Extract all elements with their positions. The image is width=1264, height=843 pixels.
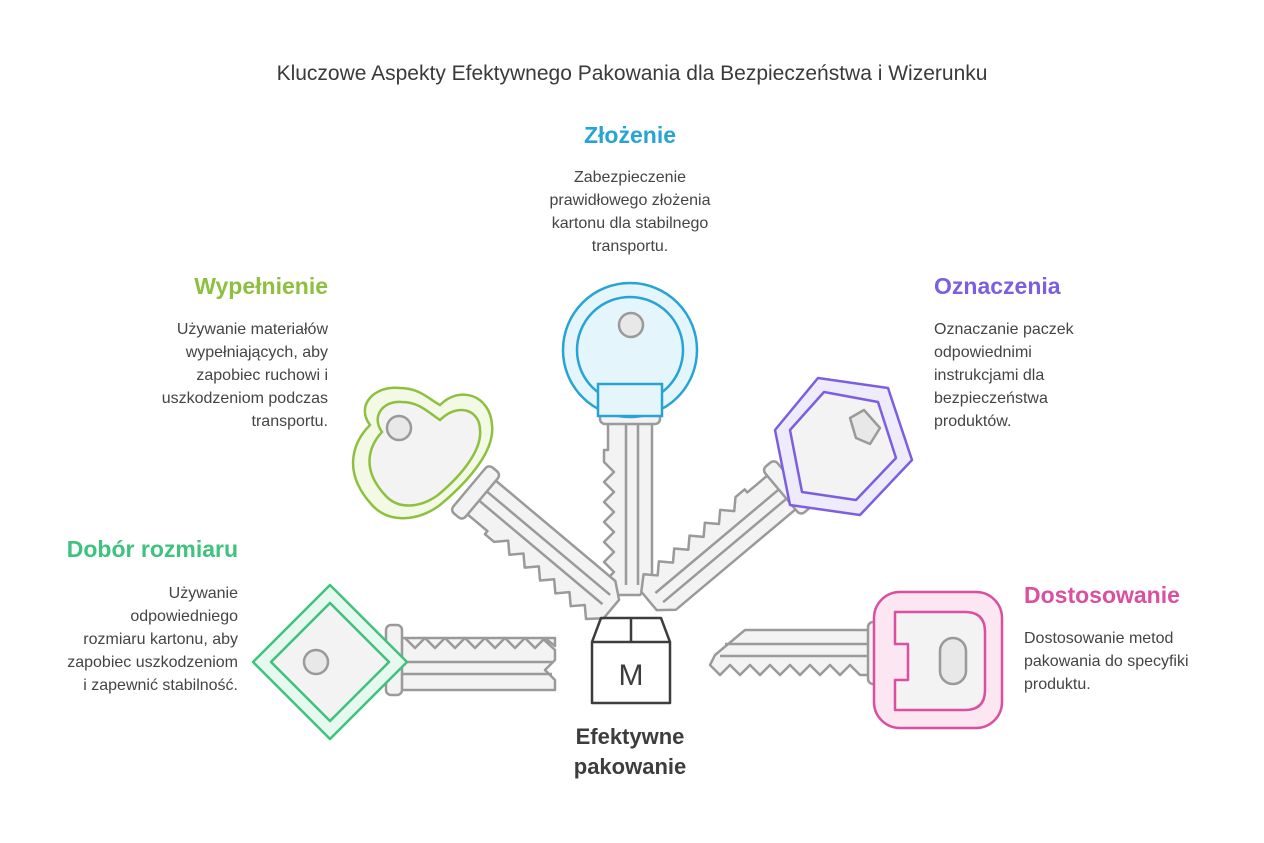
heading-dostosowanie: Dostosowanie [1024,582,1180,608]
key-zlozenie [561,281,699,597]
desc-line: Oznaczanie paczek [934,321,1074,338]
desc-line: Używanie materiałów [176,321,328,338]
desc-line: uszkodzeniom podczas [161,390,328,407]
desc-line: transportu. [591,238,669,255]
desc-line: bezpieczeństwa [934,390,1048,407]
heading-dobor-rozmiaru: Dobór rozmiaru [66,536,238,562]
desc-line: rozmiaru kartonu, aby [83,631,238,648]
key-dostosowanie [708,590,1004,730]
box-letter: M [619,659,644,692]
center-label: Efektywne pakowanie [540,722,720,782]
desc-line: zapobiec uszkodzeniom [67,654,238,671]
desc-line: odpowiednimi [934,344,1032,361]
desc-line: Zabezpieczenie [573,169,687,186]
desc-zlozenie: Zabezpieczenie prawidłowego złożenia kar… [500,166,760,258]
desc-line: transportu. [251,413,328,430]
key-oznaczenia [629,376,914,627]
box-icon: M [590,616,672,705]
desc-oznaczenia: Oznaczanie paczek odpowiednimi instrukcj… [934,318,1194,433]
desc-line: wypełniających, aby [185,344,328,361]
desc-line: kartonu dla stabilnego [551,215,709,232]
center-label-line: pakowanie [573,754,687,779]
desc-line: pakowania do specyfiki [1024,653,1189,670]
desc-line: i zapewnić stabilność. [83,677,238,694]
desc-dostosowanie: Dostosowanie metod pakowania do specyfik… [1024,627,1254,696]
desc-line: Używanie [168,585,238,602]
key-wypelnienie [351,386,634,632]
heading-wypelnienie: Wypełnienie [194,273,328,299]
heading-oznaczenia: Oznaczenia [934,273,1061,299]
diagram-title: Kluczowe Aspekty Efektywnego Pakowania d… [276,62,988,85]
desc-line: produktu. [1024,676,1091,693]
desc-line: instrukcjami dla [934,367,1045,384]
desc-line: zapobiec ruchowi i [196,367,328,384]
desc-line: Dostosowanie metod [1024,630,1174,647]
desc-line: produktów. [934,413,1012,430]
key-dobor-rozmiaru [251,583,557,741]
desc-line: odpowiedniego [130,608,238,625]
heading-zlozenie: Złożenie [583,122,676,148]
desc-dobor-rozmiaru: Używanie odpowiedniego rozmiaru kartonu,… [20,582,238,697]
desc-line: prawidłowego złożenia [549,192,711,209]
center-label-line: Efektywne [575,724,685,749]
desc-wypelnienie: Używanie materiałów wypełniających, aby … [80,318,328,433]
